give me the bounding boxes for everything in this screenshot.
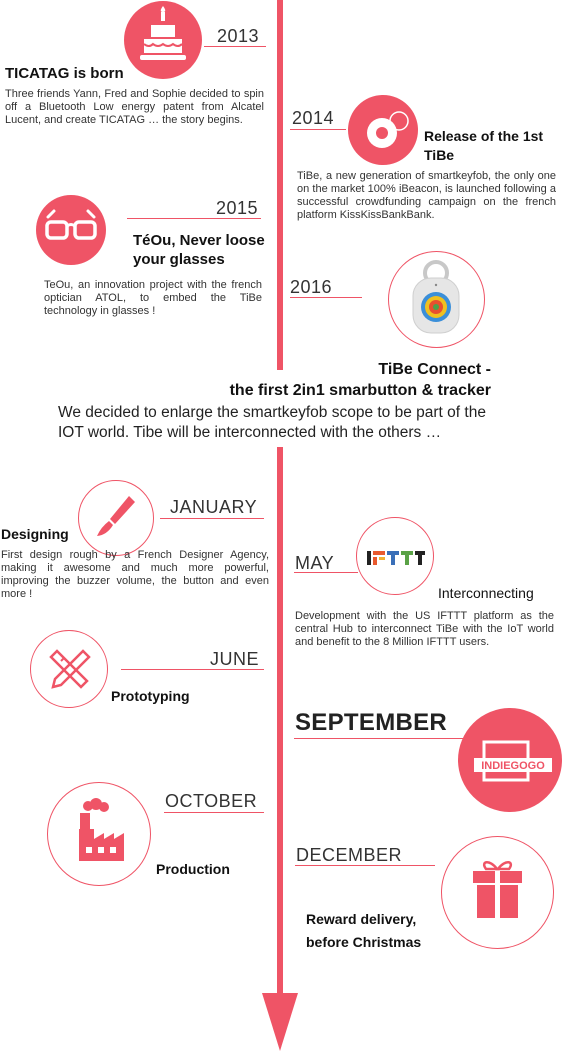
month-may: MAY xyxy=(295,553,335,573)
year-2015: 2015 xyxy=(216,198,259,218)
history-title: Release of the 1st TiBe xyxy=(424,128,544,163)
tibe-ring-icon xyxy=(348,95,418,165)
month-december: DECEMBER xyxy=(296,845,403,865)
month-june: JUNE xyxy=(210,649,260,669)
tibe-connect-device-icon xyxy=(388,251,485,348)
ruler-pencil-icon xyxy=(30,630,108,708)
month-underline xyxy=(294,738,464,739)
year-2014: 2014 xyxy=(292,108,335,128)
milestone-title: Interconnecting xyxy=(438,585,534,601)
tibe-connect-subtitle: the first 2in1 smarbutton & tracker xyxy=(229,382,491,399)
history-title: TéOu, Never loose your glasses xyxy=(133,232,265,268)
milestone-title-line2: before Christmas xyxy=(306,934,422,950)
ifttt-logo-icon xyxy=(356,517,434,595)
month-underline xyxy=(294,572,358,573)
history-text: TeOu, an innovation project with the fre… xyxy=(44,279,262,317)
brush-icon xyxy=(78,480,154,556)
timeline-line-top xyxy=(277,0,283,370)
history-text: TiBe, a new generation of smartkeyfob, t… xyxy=(297,170,556,221)
month-underline xyxy=(121,669,264,670)
year-2016: 2016 xyxy=(290,277,333,297)
month-underline xyxy=(295,865,435,866)
history-title: TICATAG is born xyxy=(5,65,124,82)
month-underline xyxy=(160,518,264,519)
indiegogo-logo-text: INDIEGOGO xyxy=(481,760,545,772)
indiegogo-logo-icon: INDIEGOGO xyxy=(458,708,562,812)
timeline-arrow xyxy=(262,993,298,1051)
month-january: JANUARY xyxy=(170,497,258,517)
factory-icon xyxy=(47,782,151,886)
month-september: SEPTEMBER xyxy=(295,709,448,736)
history-text: Three friends Yann, Fred and Sophie deci… xyxy=(5,88,264,126)
milestone-text: Development with the US IFTTT platform a… xyxy=(295,610,554,648)
glasses-icon xyxy=(36,195,106,265)
milestone-text: First design rough by a French Designer … xyxy=(1,549,269,600)
year-underline xyxy=(127,218,261,219)
milestone-title: Designing xyxy=(1,526,69,542)
milestone-title: Prototyping xyxy=(111,688,190,704)
month-october: OCTOBER xyxy=(165,791,258,811)
milestone-title: Reward delivery, xyxy=(306,911,417,927)
month-underline xyxy=(164,812,264,813)
year-underline xyxy=(290,297,362,298)
milestone-title: Production xyxy=(156,861,230,877)
gift-icon xyxy=(441,836,554,949)
timeline-line-bottom xyxy=(277,447,283,997)
tibe-connect-title: TiBe Connect - xyxy=(378,361,491,378)
birthday-cake-icon xyxy=(124,1,202,79)
year-2013: 2013 xyxy=(217,26,260,46)
tibe-connect-text: We decided to enlarge the smartkeyfob sc… xyxy=(58,404,486,441)
year-underline xyxy=(204,46,266,47)
year-underline xyxy=(290,129,346,130)
